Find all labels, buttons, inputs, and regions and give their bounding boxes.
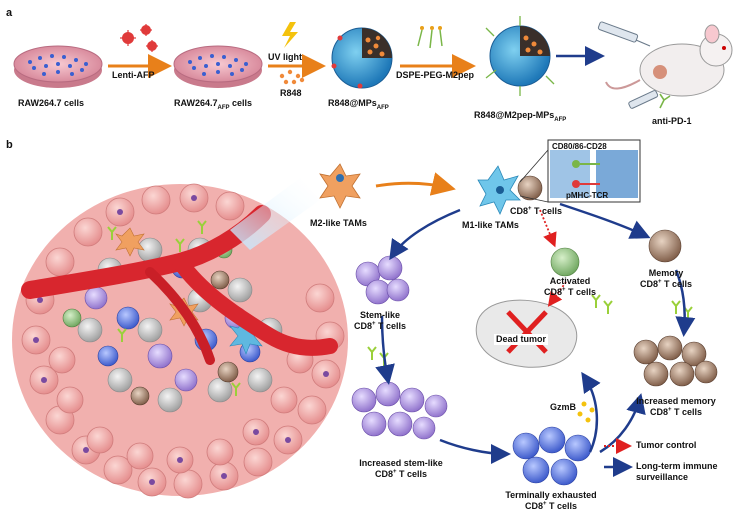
uv-light-icon xyxy=(282,22,298,48)
cycle-arrows xyxy=(375,202,696,464)
memory-t-cell xyxy=(648,229,682,263)
label-increased-stem: Increased stem-like CD8+ T cells xyxy=(359,458,443,479)
lenti-virus-icon xyxy=(120,24,158,52)
label-stem-like: Stem-like CD8+ T cells xyxy=(353,310,407,331)
label-m1-tams: M1-like TAMs xyxy=(462,220,519,230)
label-cd8-t-cells: CD8+ T cells xyxy=(510,206,563,216)
mouse-icon xyxy=(605,24,733,97)
label-gzmb: GzmB xyxy=(550,402,577,412)
label-increased-memory: Increased memory CD8+ T cells xyxy=(636,396,716,417)
label-raw-cells: RAW264.7 cells xyxy=(18,98,85,108)
arrow-label-r848: R848 xyxy=(280,88,302,98)
label-terminal: Terminally exhausted CD8+ T cells xyxy=(505,490,597,511)
panel-a-label: a xyxy=(6,7,13,19)
stem-like-cluster xyxy=(355,255,410,305)
legend-surveillance-1: Long-term immune xyxy=(636,461,718,471)
label-anti-pd1: anti-PD-1 xyxy=(652,116,692,126)
synapse-inset xyxy=(519,139,641,203)
r848-mps-particle xyxy=(331,27,393,89)
cd8-t-cell xyxy=(517,175,543,201)
r848-dots-icon xyxy=(279,69,305,85)
label-m2-tams: M2-like TAMs xyxy=(310,218,367,228)
increased-stem-cluster xyxy=(351,381,448,440)
terminal-exhausted-cluster xyxy=(512,426,592,486)
arrow-label-lenti: Lenti-AFP xyxy=(112,70,155,80)
label-memory: Memory CD8+ T cells xyxy=(639,268,693,289)
label-activated: Activated CD8+ T cells xyxy=(543,276,597,297)
arrow-repolarization xyxy=(375,172,456,196)
arrow-label-dspe: DSPE-PEG-M2pep xyxy=(396,70,475,80)
dead-tumor xyxy=(475,299,578,368)
r848-m2pep-mps-particle xyxy=(485,16,555,96)
tumor-tissue xyxy=(12,183,348,499)
anti-pd1-syringe-icon xyxy=(628,90,671,109)
legend-tumor-control: Tumor control xyxy=(636,440,697,450)
inset-label-top: CD80/86-CD28 xyxy=(552,142,607,151)
inset-label-bottom: pMHC-TCR xyxy=(566,191,609,200)
label-raw-afp-cells: RAW264.7AFP cells xyxy=(174,98,253,111)
label-dead-tumor: Dead tumor xyxy=(494,334,549,345)
gzmb-dots xyxy=(577,401,595,423)
legend xyxy=(604,438,633,477)
panel-b-label: b xyxy=(6,139,13,151)
dish-raw-afp-cells xyxy=(173,45,263,88)
dish-raw-cells xyxy=(13,45,103,88)
light-beam xyxy=(230,178,320,250)
label-r848-m2pep-mps: R848@M2pep-MPsAFP xyxy=(474,110,567,123)
activated-t-cell xyxy=(550,247,580,277)
label-r848-mps: R848@MPsAFP xyxy=(328,98,389,111)
m2-tam-cell xyxy=(319,163,361,209)
syringe-icon xyxy=(597,21,651,47)
legend-surveillance-2: surveillance xyxy=(636,472,689,482)
arrow-label-uv: UV light xyxy=(268,52,302,62)
m1-tam-cell xyxy=(477,165,521,215)
tumor-control-arrows xyxy=(539,209,567,307)
increased-memory-cluster xyxy=(633,335,718,387)
m2pep-icon xyxy=(417,26,443,49)
